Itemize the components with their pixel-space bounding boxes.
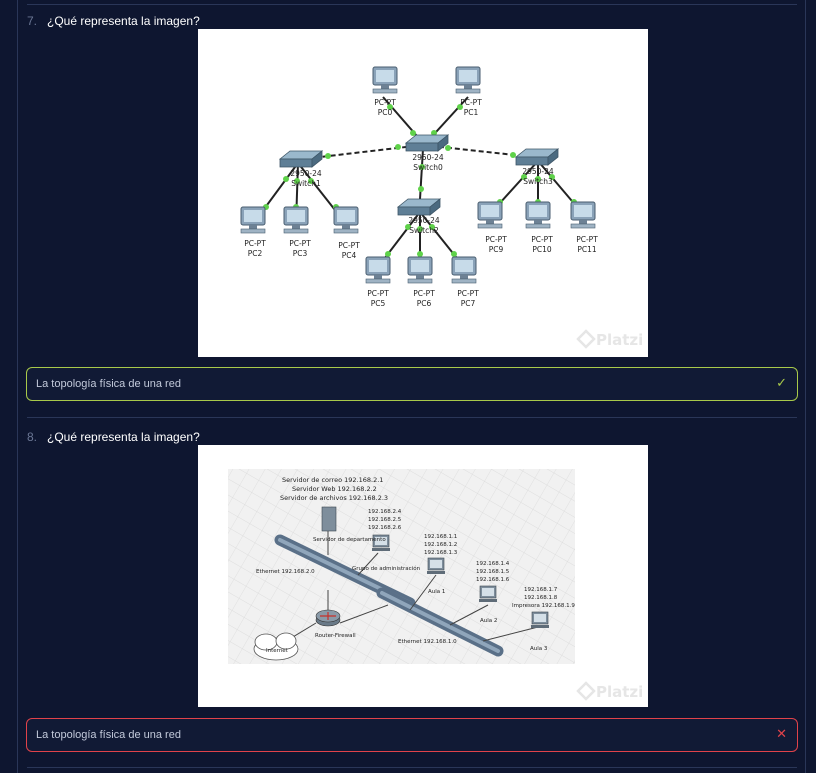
question-text: ¿Qué representa la imagen? bbox=[47, 430, 200, 444]
svg-text:PC7: PC7 bbox=[461, 299, 476, 308]
ip-label: 192.168.1.2 bbox=[424, 542, 457, 548]
svg-text:PC-PT: PC-PT bbox=[367, 289, 389, 298]
svg-text:PC10: PC10 bbox=[532, 245, 552, 254]
ip-label: 192.168.1.1 bbox=[424, 534, 457, 540]
svg-text:Switch2: Switch2 bbox=[409, 226, 439, 235]
svg-text:PC5: PC5 bbox=[371, 299, 386, 308]
ip-label: 192.168.1.3 bbox=[424, 550, 458, 556]
svg-text:PC-PT: PC-PT bbox=[457, 289, 479, 298]
ethernet-2-label: Ethernet 192.168.2.0 bbox=[256, 569, 315, 575]
platzi-watermark: Platzi bbox=[576, 681, 643, 701]
svg-text:2950-24: 2950-24 bbox=[290, 169, 322, 178]
svg-text:PC1: PC1 bbox=[464, 108, 479, 117]
answer-text: La topología física de una red bbox=[36, 729, 181, 741]
svg-text:PC0: PC0 bbox=[378, 108, 393, 117]
svg-text:PC-PT: PC-PT bbox=[531, 235, 553, 244]
svg-text:PC-PT: PC-PT bbox=[485, 235, 507, 244]
svg-text:PC11: PC11 bbox=[577, 245, 597, 254]
close-icon: ✕ bbox=[776, 726, 787, 741]
server-label: Servidor de archivos 192.168.2.3 bbox=[280, 494, 388, 502]
svg-text:PC6: PC6 bbox=[417, 299, 432, 308]
svg-text:Switch1: Switch1 bbox=[291, 179, 321, 188]
divider bbox=[27, 767, 797, 768]
svg-text:PC-PT: PC-PT bbox=[338, 241, 360, 250]
svg-text:PC2: PC2 bbox=[248, 249, 263, 258]
server-label: Servidor de correo 192.168.2.1 bbox=[282, 476, 383, 484]
ethernet-1-label: Ethernet 192.168.1.0 bbox=[398, 639, 457, 645]
svg-text:PC-PT: PC-PT bbox=[244, 239, 266, 248]
answer-text: La topología física de una red bbox=[36, 378, 181, 390]
dept-server-label: Servidor de departamento bbox=[313, 537, 386, 543]
svg-text:2950-24: 2950-24 bbox=[408, 216, 440, 225]
question-number: 7. bbox=[27, 14, 38, 28]
ip-label: 192.168.1.7 bbox=[524, 587, 558, 593]
aula-1-label: Aula 1 bbox=[428, 589, 445, 595]
internet-label: Internet bbox=[266, 648, 289, 654]
question-8-image: Servidor de correo 192.168.2.1 Servidor … bbox=[198, 445, 648, 707]
divider bbox=[27, 417, 797, 418]
question-8-header: 8. ¿Qué representa la imagen? bbox=[27, 430, 200, 444]
svg-text:Platzi: Platzi bbox=[596, 683, 643, 701]
svg-text:PC-PT: PC-PT bbox=[576, 235, 598, 244]
ip-label: 192.168.1.4 bbox=[476, 561, 510, 567]
network-diagram-figure: Servidor de correo 192.168.2.1 Servidor … bbox=[228, 469, 643, 701]
svg-text:PC-PT: PC-PT bbox=[374, 98, 396, 107]
svg-text:PC-PT: PC-PT bbox=[289, 239, 311, 248]
svg-text:Platzi: Platzi bbox=[596, 331, 643, 349]
check-icon: ✓ bbox=[776, 375, 787, 390]
svg-text:2950-24: 2950-24 bbox=[522, 167, 554, 176]
svg-text:PC3: PC3 bbox=[293, 249, 308, 258]
svg-text:Switch0: Switch0 bbox=[413, 163, 443, 172]
question-7-header: 7. ¿Qué representa la imagen? bbox=[27, 14, 200, 28]
question-text: ¿Qué representa la imagen? bbox=[47, 14, 200, 28]
question-number: 8. bbox=[27, 430, 38, 444]
server-label: Servidor Web 192.168.2.2 bbox=[292, 485, 377, 493]
svg-text:PC-PT: PC-PT bbox=[413, 289, 435, 298]
svg-text:PC-PT: PC-PT bbox=[460, 98, 482, 107]
ip-label: Impresora 192.168.1.9 bbox=[512, 603, 575, 609]
ip-label: 192.168.1.5 bbox=[476, 569, 510, 575]
aula-3-label: Aula 3 bbox=[530, 646, 548, 652]
ip-label: 192.168.2.4 bbox=[368, 509, 402, 515]
admin-group-label: Grupo de administración bbox=[352, 565, 421, 572]
svg-text:Switch3: Switch3 bbox=[523, 177, 553, 186]
router-label: Router-Firewall bbox=[315, 633, 356, 639]
answer-option[interactable]: La topología física de una red ✓ bbox=[26, 367, 798, 401]
answer-option[interactable]: La topología física de una red ✕ bbox=[26, 718, 798, 752]
svg-text:PC9: PC9 bbox=[489, 245, 504, 254]
ip-label: 192.168.1.6 bbox=[476, 577, 510, 583]
ip-label: 192.168.1.8 bbox=[524, 595, 558, 601]
svg-text:2950-24: 2950-24 bbox=[412, 153, 444, 162]
aula-2-label: Aula 2 bbox=[480, 618, 497, 624]
divider bbox=[27, 4, 797, 5]
quiz-frame bbox=[17, 0, 806, 773]
ip-label: 192.168.2.6 bbox=[368, 525, 402, 531]
ip-label: 192.168.2.5 bbox=[368, 517, 402, 523]
svg-text:PC4: PC4 bbox=[342, 251, 357, 260]
platzi-watermark: Platzi bbox=[576, 329, 643, 349]
